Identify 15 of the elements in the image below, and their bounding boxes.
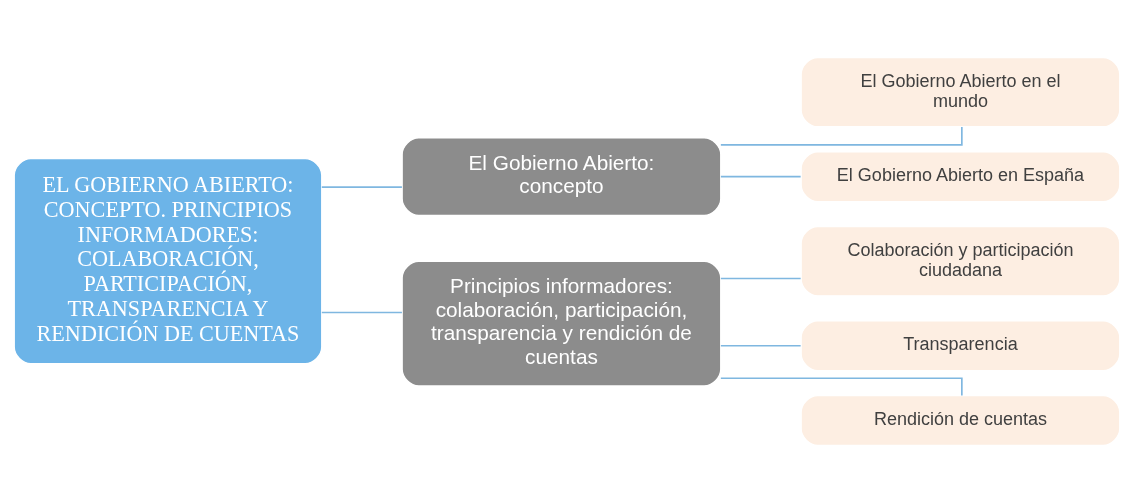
- node-box: Transparencia: [800, 320, 1121, 372]
- node-box: El Gobierno Abierto: concepto: [401, 137, 722, 217]
- connector: [321, 311, 403, 314]
- node-box: Rendición de cuentas: [800, 394, 1121, 447]
- node-box: El Gobierno Abierto en el mundo: [800, 56, 1121, 128]
- connector: [720, 277, 802, 280]
- node-box: Colaboración y participación ciudadana: [800, 225, 1121, 297]
- node-box: EL GOBIERNO ABIERTO: CONCEPTO. PRINCIPIOS INFORMADORES: COLABORACIÓN, PARTICIPACIÓN, TRANSPARENCIA Y RENDICIÓN DE CUENTAS: [13, 158, 323, 365]
- connector: [321, 186, 403, 188]
- connector: [720, 344, 802, 347]
- connector: [720, 175, 802, 178]
- node-box: El Gobierno Abierto en España: [800, 151, 1121, 203]
- connector: [720, 126, 963, 146]
- node-box: Principios informadores: colaboración, participación, transparencia y rendición de cuentas: [401, 260, 722, 387]
- connector: [720, 377, 963, 397]
